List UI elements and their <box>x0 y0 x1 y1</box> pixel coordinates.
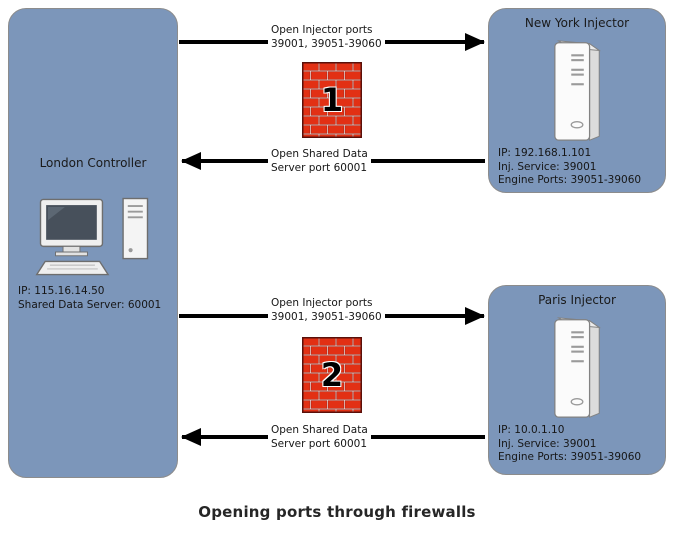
paris-engine-ports-text: Engine Ports: 39051-39060 <box>498 451 642 463</box>
brick-wall-icon <box>302 337 362 413</box>
firewall-2: 2 <box>302 337 362 413</box>
london-title: London Controller <box>39 156 147 170</box>
server-tower-icon <box>554 317 601 418</box>
paris-title: Paris Injector <box>538 293 616 307</box>
firewall-number: 2 <box>320 356 344 394</box>
flow-label-open-injector-ports-paris: Open Injector ports 39001, 39051-39060 <box>268 297 385 324</box>
brick-wall-icon <box>302 62 362 138</box>
diagram-caption: Opening ports through firewalls <box>198 503 476 521</box>
flow-label-open-shared-data-new-york: Open Shared Data Server port 60001 <box>268 148 371 175</box>
new-york-inj-service-text: Inj. Service: 39001 <box>498 160 597 173</box>
flow-label-line: Open Shared Data <box>271 148 368 160</box>
new-york-engine-ports-text: Engine Ports: 39051-39060 <box>498 174 642 186</box>
flow-label-line: Open Shared Data <box>271 424 368 436</box>
flow-label-line: Open Injector ports <box>271 297 373 309</box>
flow-label-line: Server port 60001 <box>271 437 368 450</box>
paris-ip-text: IP: 10.0.1.10 <box>498 424 565 436</box>
firewall-number: 1 <box>320 81 344 119</box>
node-paris-injector: Paris Injector IP: 10.0.1.10 Inj. Servic… <box>488 285 666 475</box>
flow-label-line: 39001, 39051-39060 <box>271 310 382 323</box>
server-tower-icon <box>554 40 601 141</box>
flow-label-line: 39001, 39051-39060 <box>271 37 382 50</box>
paris-inj-service-text: Inj. Service: 39001 <box>498 437 597 450</box>
new-york-title: New York Injector <box>524 16 630 30</box>
flow-label-line: Open Injector ports <box>271 24 373 36</box>
node-london-controller: London Controller IP: 115.16.14.50 Share… <box>8 8 178 478</box>
firewall-1: 1 <box>302 62 362 138</box>
new-york-ip-text: IP: 192.168.1.101 <box>498 147 592 159</box>
desktop-computer-icon <box>35 197 149 276</box>
flow-label-open-injector-ports-new-york: Open Injector ports 39001, 39051-39060 <box>268 24 385 51</box>
london-shared-data-server-text: Shared Data Server: 60001 <box>18 298 162 311</box>
flow-label-line: Server port 60001 <box>271 161 368 174</box>
london-ip-text: IP: 115.16.14.50 <box>18 285 105 297</box>
node-new-york-injector: New York Injector IP: 192.168.1.101 Inj.… <box>488 8 666 193</box>
flow-label-open-shared-data-paris: Open Shared Data Server port 60001 <box>268 424 371 451</box>
